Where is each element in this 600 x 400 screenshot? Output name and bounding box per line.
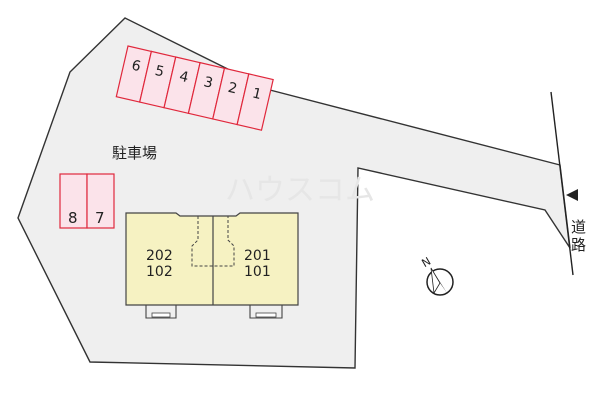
unit-label-102: 102 — [146, 264, 173, 280]
road-label: 路 — [571, 236, 586, 254]
unit-label-202: 202 — [146, 248, 173, 264]
watermark: ハウスコム — [225, 173, 375, 208]
road-arrow-icon — [566, 189, 578, 201]
unit-label-101: 101 — [244, 264, 271, 280]
unit-label-201: 201 — [244, 248, 271, 264]
road-boundary — [550, 91, 574, 276]
parking-space — [236, 73, 274, 131]
parking-label: 7 — [95, 209, 105, 227]
parking-label: 3 — [202, 74, 214, 92]
parking-label: 5 — [153, 63, 165, 81]
road-label: 道 — [571, 218, 586, 236]
parking-label: 4 — [178, 69, 190, 87]
parking-label: 1 — [251, 85, 263, 103]
parking-row-left: 8 7 — [59, 173, 115, 229]
compass-label: N — [420, 255, 434, 270]
parking-label: 8 — [68, 209, 78, 227]
parking-row-top: 6 5 4 3 2 1 — [115, 45, 274, 131]
parking-lot-label: 駐車場 — [112, 144, 157, 162]
compass-icon: N — [420, 255, 454, 296]
parking-space — [86, 173, 115, 229]
building: 202 102 201 101 — [125, 212, 299, 319]
parking-label: 2 — [226, 80, 238, 98]
parking-label: 6 — [130, 58, 142, 76]
